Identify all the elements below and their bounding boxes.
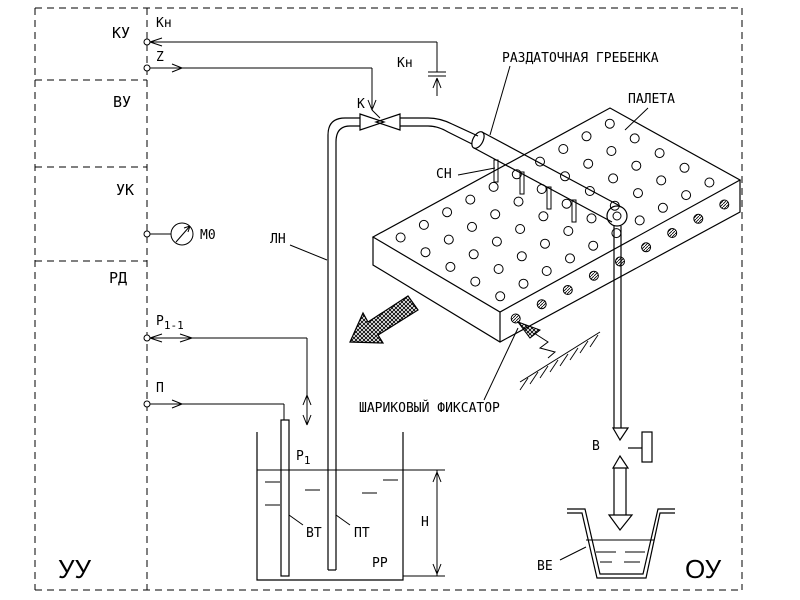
p-label: П <box>156 381 164 396</box>
pallet-hole <box>583 158 594 169</box>
pallet-hole <box>445 261 456 272</box>
pallet-hole <box>606 146 617 156</box>
pallet-hole <box>654 148 665 159</box>
p1-label: Р1 <box>296 449 310 467</box>
pallet-hole <box>558 144 569 154</box>
zone-label-rd: РД <box>109 269 127 287</box>
pallet <box>371 107 742 343</box>
pt-label: ПТ <box>354 526 370 541</box>
ball-lock-ball <box>536 299 547 310</box>
ball-lock-ball <box>719 199 730 210</box>
ball-lock-ball <box>562 285 573 295</box>
pallet-hole <box>488 181 499 192</box>
pallet-hole <box>538 211 549 222</box>
ball-lock-ball <box>510 313 521 324</box>
pallet-hole <box>495 291 506 302</box>
pallet-hole <box>611 228 622 239</box>
pallet-hole <box>656 175 667 186</box>
pallet-hole <box>681 190 692 201</box>
signal-p <box>143 399 285 420</box>
direction-arrow-icon <box>349 295 419 344</box>
pallet-hole <box>513 196 524 207</box>
valve-k <box>359 109 401 131</box>
pipe-to-comb <box>400 117 479 145</box>
pallet-hole <box>561 198 572 209</box>
tank <box>256 135 404 581</box>
pallet-hole <box>541 266 552 276</box>
z-label: Z <box>156 50 164 65</box>
mo-label: М0 <box>200 228 216 243</box>
pallet-hole <box>679 162 690 173</box>
pallet-hole <box>515 224 526 234</box>
pallet-hole <box>608 173 619 184</box>
pallet-hole <box>634 215 645 226</box>
ball-lock-ball <box>588 270 599 281</box>
ball-lock-label: ШАРИКОВЫЙ ФИКСАТОР <box>359 400 500 416</box>
ball-lock <box>516 320 601 391</box>
valve-k-label: К <box>357 97 365 112</box>
pallet-hole <box>518 278 529 289</box>
distribution-comb <box>471 131 628 227</box>
pallet-hole <box>657 202 668 213</box>
pallet-hole <box>540 238 550 249</box>
pallet-hole <box>588 240 599 251</box>
h-label: Н <box>421 515 429 530</box>
ball-lock-ball <box>667 228 678 238</box>
signal-kn <box>143 37 446 96</box>
signal-p11 <box>143 333 312 426</box>
pallet-hole <box>490 209 501 220</box>
ln-label: ЛН <box>270 232 286 247</box>
tank-label: РР <box>372 556 388 571</box>
drain-pipe <box>607 226 653 531</box>
valve-v-label: В <box>592 439 600 454</box>
pallet-hole <box>468 249 479 260</box>
zone-label-ku: КУ <box>112 24 130 42</box>
ball-lock-ball <box>693 213 704 224</box>
signal-z <box>143 63 377 111</box>
pallet-hole <box>704 177 715 188</box>
pallet-hole <box>633 188 643 199</box>
pallet-hole <box>491 236 502 247</box>
pallet-hole <box>420 247 431 258</box>
sn-label: СН <box>436 167 452 182</box>
pallet-hole <box>586 213 597 224</box>
pallet-hole <box>631 160 642 171</box>
pallet-hole <box>470 276 481 287</box>
zone-label-vu: ВУ <box>113 93 131 111</box>
mo-gauge-icon <box>143 222 194 246</box>
pallet-hole <box>493 264 504 274</box>
vt-label: ВТ <box>306 526 322 541</box>
pallet-hole <box>443 234 454 245</box>
pallet-hole <box>604 118 615 129</box>
zone-label-uk: УК <box>116 181 134 199</box>
frame-lines <box>34 7 743 591</box>
ball-lock-ball <box>641 242 652 253</box>
pipe-ln <box>327 117 360 143</box>
container-label: ВЕ <box>537 559 553 574</box>
zone-label-uu: УУ <box>58 554 92 584</box>
container-ve <box>567 508 675 579</box>
pallet-hole <box>516 251 527 262</box>
kn-label: Кн <box>156 16 172 31</box>
pallet-hole <box>629 133 640 144</box>
pallet-hole <box>565 253 575 264</box>
pallet-hole <box>465 194 476 205</box>
pallet-hole <box>581 131 592 142</box>
pallet-hole <box>563 226 574 236</box>
pallet-hole <box>395 232 406 243</box>
p11-label: Р1-1 <box>156 314 184 332</box>
comb-label: РАЗДАТОЧНАЯ ГРЕБЕНКА <box>502 51 659 66</box>
zone-label-ou: ОУ <box>685 554 722 584</box>
h-dimension <box>403 469 445 577</box>
ball-lock-ball <box>615 256 625 267</box>
pallet-hole <box>418 219 429 230</box>
pallet-label: ПАЛЕТА <box>628 92 675 107</box>
pallet-hole <box>467 221 477 232</box>
kn-sensor-label: Кн <box>397 56 413 71</box>
pallet-hole <box>442 207 453 218</box>
